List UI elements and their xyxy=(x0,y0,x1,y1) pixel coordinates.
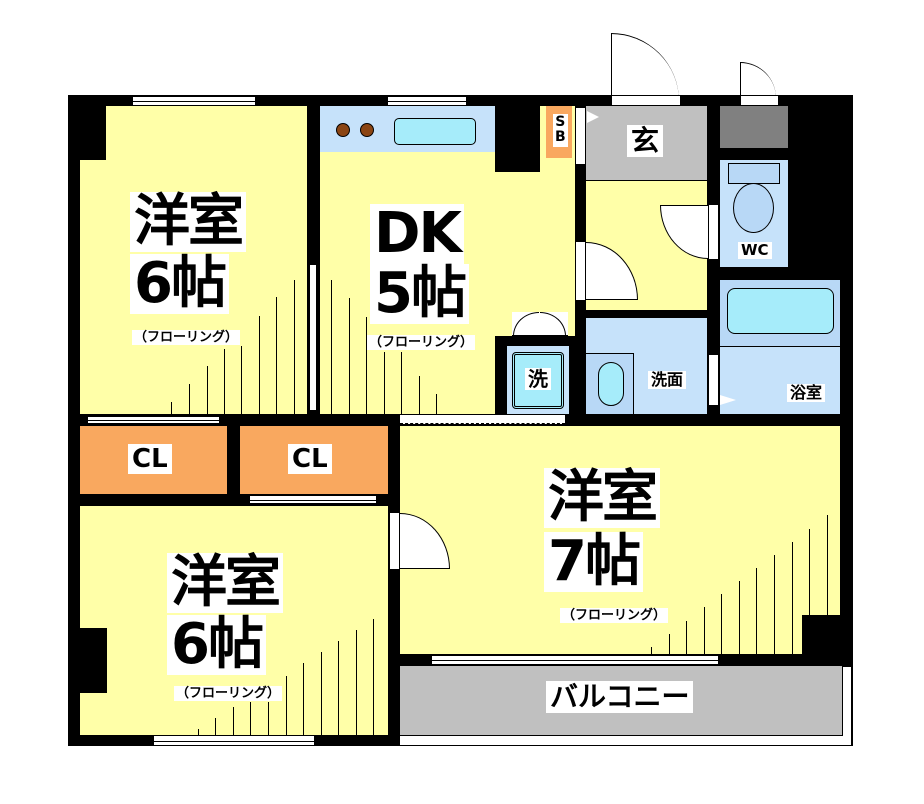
entrance-door-swing xyxy=(611,33,679,101)
hatch-line xyxy=(401,352,402,414)
pillar xyxy=(80,628,107,693)
floor-type: （フローリング） xyxy=(132,330,241,345)
hatch-line xyxy=(198,729,199,735)
hatch-line xyxy=(241,346,242,414)
sliding-partition xyxy=(309,265,317,410)
balcony-window[interactable] xyxy=(432,655,718,665)
closet-2-label: CL xyxy=(288,444,332,474)
window-dk-top xyxy=(388,96,466,106)
closet-1-label: CL xyxy=(128,444,172,474)
hatch-line xyxy=(321,652,322,735)
room-size: 7帖 xyxy=(544,532,643,592)
hatch-line xyxy=(294,280,295,414)
vanity-basin-icon xyxy=(598,362,624,406)
hatch-line xyxy=(373,619,374,735)
wall-stub xyxy=(586,310,608,320)
washroom-label: 洗面 xyxy=(648,371,687,389)
hatch-line xyxy=(224,349,225,414)
washer-door-icon xyxy=(512,312,568,336)
hatch-line xyxy=(207,366,208,414)
wall-block xyxy=(495,106,540,172)
bath-door[interactable] xyxy=(708,355,719,405)
hatch-line xyxy=(436,394,437,414)
hatch-line xyxy=(268,702,269,735)
hatch-line xyxy=(259,316,260,414)
entrance-step xyxy=(575,108,586,164)
floor-type: （フローリング） xyxy=(367,335,476,350)
hatch-line xyxy=(338,641,339,735)
stove-burner-icon xyxy=(336,123,350,137)
balcony-label: バルコニー xyxy=(546,681,694,713)
hatch-line xyxy=(250,702,251,735)
entrance-arrow-icon xyxy=(587,111,599,123)
wall-stub xyxy=(687,310,709,320)
room7-door[interactable] xyxy=(400,513,450,569)
hatch-line xyxy=(704,607,705,654)
room-name: 洋室 xyxy=(167,553,283,613)
hatch-line xyxy=(233,707,234,735)
entrance-door-opening xyxy=(611,95,681,106)
room-name: DK xyxy=(370,204,464,264)
storage-dark xyxy=(720,106,788,148)
toilet-tank-icon xyxy=(728,163,780,184)
floor-type: （フローリング） xyxy=(560,608,669,623)
hatch-line xyxy=(419,376,420,414)
bathtub-icon xyxy=(727,288,834,334)
room-size: 6帖 xyxy=(167,615,266,675)
hatch-line xyxy=(827,515,828,615)
hatch-line xyxy=(721,594,722,654)
hatch-line xyxy=(276,297,277,414)
window-room6-bottom xyxy=(154,735,314,746)
hatch-line xyxy=(331,280,332,414)
kitchen-sink-icon xyxy=(394,118,476,145)
hatch-line xyxy=(739,581,740,654)
stove-burner-icon xyxy=(360,123,374,137)
toilet-bowl-icon xyxy=(733,183,774,233)
hatch-line xyxy=(303,663,304,735)
hatch-line xyxy=(356,630,357,735)
meter-box-door-swing xyxy=(740,62,776,98)
hatch-line xyxy=(792,542,793,654)
room-name: 洋室 xyxy=(130,192,246,252)
dk-door-frame xyxy=(575,242,586,300)
closet-1-door[interactable] xyxy=(88,416,219,424)
room-size: 5帖 xyxy=(370,264,469,324)
pillar xyxy=(802,615,840,654)
room-name: 洋室 xyxy=(544,468,660,528)
wc-door-frame xyxy=(708,205,719,259)
hatch-line xyxy=(349,298,350,414)
closet-2-door[interactable] xyxy=(250,495,376,504)
bath-arrow-icon xyxy=(720,395,736,405)
hatch-line xyxy=(651,647,652,654)
hatch-line xyxy=(215,718,216,735)
floor-type: （フローリング） xyxy=(174,686,283,701)
entrance-label: 玄 xyxy=(627,125,664,157)
washer-label: 洗 xyxy=(525,368,551,390)
hatch-line xyxy=(809,529,810,615)
hatch-line xyxy=(384,352,385,414)
hatch-line xyxy=(171,402,172,414)
sliding-door-dk xyxy=(400,414,565,424)
toilet-label: WC xyxy=(738,242,772,259)
window-room1-top xyxy=(133,96,255,106)
hatch-line xyxy=(686,621,687,654)
room-size: 6帖 xyxy=(130,254,229,314)
hatch-line xyxy=(189,384,190,414)
hatch-line xyxy=(774,555,775,654)
hatch-line xyxy=(669,634,670,654)
hatch-line xyxy=(286,676,287,735)
pillar xyxy=(80,106,106,160)
hatch-line xyxy=(756,568,757,654)
outside-area xyxy=(853,640,924,804)
room7-door-frame xyxy=(389,513,400,569)
bathroom-label: 浴室 xyxy=(787,384,826,402)
meter-box-door-opening xyxy=(740,95,779,106)
hatch-line xyxy=(366,317,367,414)
